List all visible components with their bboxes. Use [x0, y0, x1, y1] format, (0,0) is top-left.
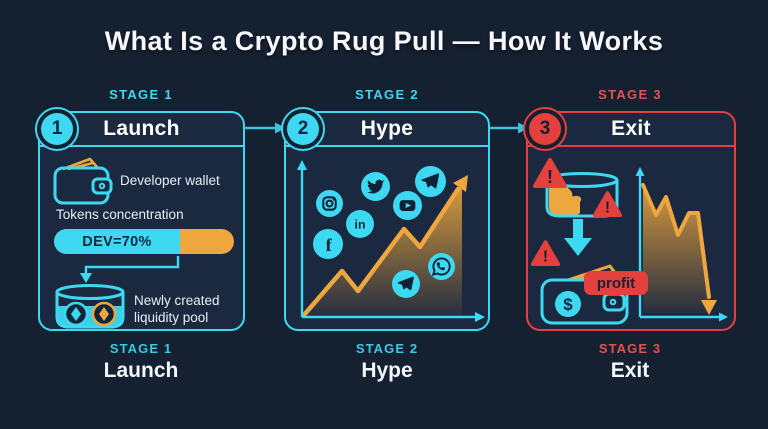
svg-text:!: ! — [547, 167, 553, 187]
telegram-icon — [392, 270, 420, 303]
stage1-header: Launch — [40, 113, 243, 147]
drain-down-arrow-icon — [564, 219, 592, 256]
stage-panel-launch: Launch 1 Developer wallet Tokens concent… — [35, 107, 245, 331]
stage2-header: Hype — [286, 113, 488, 147]
svg-text:in: in — [355, 218, 366, 232]
stage1-top-label: STAGE 1 — [109, 87, 173, 102]
svg-text:!: ! — [605, 200, 610, 217]
svg-text:f: f — [326, 235, 333, 255]
dev-allocation-value: DEV=70% — [54, 229, 180, 254]
svg-text:!: ! — [543, 249, 548, 266]
stage1-bottom-label-block: STAGE 1 Launch — [41, 341, 241, 383]
stage2-bottom-label-block: STAGE 2 Hype — [287, 341, 487, 383]
hype-growth-chart — [297, 160, 485, 322]
stage1-number: 1 — [41, 113, 73, 145]
stage2-bottom-name: Hype — [361, 359, 413, 382]
stage3-number-badge: 3 — [523, 107, 567, 151]
stage3-title: Exit — [611, 117, 651, 140]
price-crash-chart — [635, 167, 728, 322]
dollar-coin-icon — [555, 291, 581, 317]
developer-wallet-label: Developer wallet — [120, 173, 220, 188]
stage3-bottom-label-block: STAGE 3 Exit — [530, 341, 730, 383]
stage1-bottom-name: Launch — [103, 359, 179, 382]
stage3-top-label: STAGE 3 — [598, 87, 662, 102]
stage2-bottom-label: STAGE 2 — [355, 341, 419, 356]
telegram-icon — [415, 166, 446, 202]
stage2-number-badge: 2 — [281, 107, 325, 151]
stage1-number-badge: 1 — [35, 107, 79, 151]
profit-badge: profit — [584, 271, 648, 295]
stage3-bottom-name: Exit — [610, 359, 650, 382]
stage-panel-hype: Hype 2 — [281, 107, 490, 331]
stage-panel-exit: Exit 3 ! ! ! — [523, 107, 736, 331]
stage3-header: Exit — [528, 113, 734, 147]
linkedin-icon: in — [346, 210, 374, 243]
whatsapp-icon — [428, 253, 455, 285]
public-allocation-segment — [180, 229, 234, 254]
page-title: What Is a Crypto Rug Pull — How It Works — [104, 26, 664, 56]
warning-icon: ! — [530, 240, 561, 266]
liquidity-pool-icon — [55, 284, 125, 329]
warning-icon: ! — [592, 191, 623, 217]
drained-pool-icon — [545, 172, 619, 218]
stage2-number: 2 — [287, 113, 319, 145]
bar-to-pool-connector-arrow — [80, 256, 180, 283]
stage2-top-label: STAGE 2 — [355, 87, 419, 102]
stage1-title: Launch — [103, 117, 180, 140]
stage3-number: 3 — [529, 113, 561, 145]
tokens-concentration-label: Tokens concentration — [56, 207, 184, 222]
warning-icon: ! — [533, 158, 567, 188]
youtube-icon — [393, 191, 422, 225]
stage1-bottom-label: STAGE 1 — [109, 341, 173, 356]
twitter-icon — [361, 172, 390, 206]
stage2-title: Hype — [360, 117, 414, 140]
developer-wallet-icon — [53, 157, 113, 205]
stage3-bottom-label: STAGE 3 — [598, 341, 662, 356]
instagram-icon — [316, 190, 343, 222]
facebook-icon: f — [313, 229, 343, 264]
dev-allocation-bar: DEV=70% — [54, 229, 234, 254]
stage1-to-stage2-arrow — [244, 122, 286, 134]
liquidity-pool-label: Newly created liquidity pool — [134, 293, 220, 325]
svg-text:$: $ — [563, 295, 573, 314]
